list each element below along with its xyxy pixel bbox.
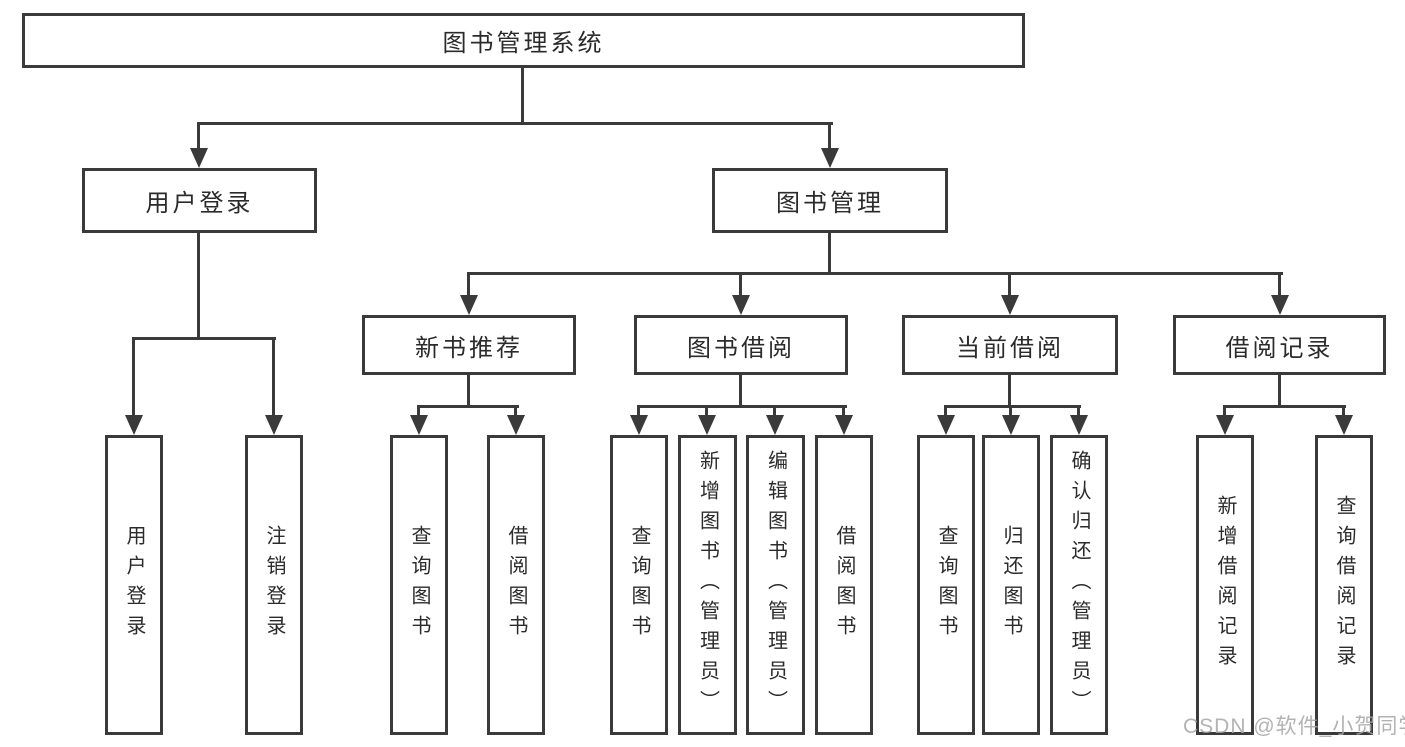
connector-line bbox=[828, 233, 831, 272]
connector-line bbox=[417, 405, 519, 408]
leaf-recommend-query-books: 查询图书 bbox=[390, 435, 448, 735]
connector-line bbox=[1278, 272, 1281, 297]
arrow-down-icon bbox=[821, 148, 839, 168]
connector-line bbox=[1077, 405, 1080, 417]
arrow-down-icon bbox=[698, 415, 716, 435]
arrow-down-icon bbox=[1001, 295, 1019, 315]
arrow-down-icon bbox=[937, 415, 955, 435]
arrow-down-icon bbox=[507, 415, 525, 435]
arrow-down-icon bbox=[1335, 415, 1353, 435]
arrow-down-icon bbox=[766, 415, 784, 435]
connector-line bbox=[842, 405, 845, 417]
connector-line bbox=[739, 375, 742, 405]
node-book-borrow: 图书借阅 bbox=[634, 315, 848, 375]
connector-line bbox=[467, 375, 470, 405]
connector-line bbox=[467, 272, 470, 297]
connector-line bbox=[132, 337, 135, 417]
connector-line bbox=[637, 405, 640, 417]
node-book-management: 图书管理 bbox=[712, 168, 948, 233]
leaf-borrow-books: 借阅图书 bbox=[815, 435, 873, 735]
leaf-return-books: 归还图书 bbox=[982, 435, 1040, 735]
connector-line bbox=[1009, 405, 1012, 417]
node-new-book-recommend: 新书推荐 bbox=[362, 315, 576, 375]
arrow-down-icon bbox=[732, 295, 750, 315]
leaf-current-query-books: 查询图书 bbox=[917, 435, 975, 735]
arrow-down-icon bbox=[190, 148, 208, 168]
connector-line bbox=[514, 405, 517, 417]
leaf-borrow-query-books: 查询图书 bbox=[610, 435, 668, 735]
connector-line bbox=[828, 122, 831, 150]
connector-line bbox=[637, 405, 847, 408]
connector-line bbox=[467, 272, 1283, 275]
connector-line bbox=[1223, 405, 1226, 417]
leaf-add-books-admin: 新增图书（管理员） bbox=[678, 435, 737, 735]
connector-line bbox=[739, 272, 742, 297]
connector-line bbox=[272, 337, 275, 417]
connector-line bbox=[1008, 272, 1011, 297]
node-user-login: 用户登录 bbox=[82, 168, 317, 233]
connector-line bbox=[1008, 375, 1011, 405]
connector-line bbox=[944, 405, 1081, 408]
arrow-down-icon bbox=[835, 415, 853, 435]
arrow-down-icon bbox=[1271, 295, 1289, 315]
leaf-query-borrow-record: 查询借阅记录 bbox=[1315, 435, 1373, 735]
connector-line bbox=[1342, 405, 1345, 417]
arrow-down-icon bbox=[1002, 415, 1020, 435]
arrow-down-icon bbox=[630, 415, 648, 435]
arrow-down-icon bbox=[1216, 415, 1234, 435]
leaf-confirm-return-admin: 确认归还（管理员） bbox=[1050, 435, 1108, 735]
arrow-down-icon bbox=[460, 295, 478, 315]
arrow-down-icon bbox=[125, 415, 143, 435]
connector-line bbox=[197, 122, 200, 150]
leaf-recommend-borrow-books: 借阅图书 bbox=[487, 435, 545, 735]
node-current-borrow: 当前借阅 bbox=[902, 315, 1118, 375]
connector-line bbox=[773, 405, 776, 417]
leaf-edit-books-admin: 编辑图书（管理员） bbox=[746, 435, 805, 735]
arrow-down-icon bbox=[265, 415, 283, 435]
csdn-watermark: CSDN @软件_小贺同学 bbox=[1183, 715, 1405, 738]
connector-line bbox=[197, 233, 200, 337]
connector-line bbox=[1223, 405, 1346, 408]
connector-line bbox=[1278, 375, 1281, 405]
node-root: 图书管理系统 bbox=[22, 13, 1025, 68]
connector-line bbox=[417, 405, 420, 417]
leaf-user-login: 用户登录 bbox=[105, 435, 163, 735]
connector-line bbox=[705, 405, 708, 417]
node-borrow-records: 借阅记录 bbox=[1173, 315, 1386, 375]
connector-line bbox=[132, 337, 276, 340]
connector-line bbox=[944, 405, 947, 417]
arrow-down-icon bbox=[1070, 415, 1088, 435]
leaf-add-borrow-record: 新增借阅记录 bbox=[1196, 435, 1254, 735]
connector-line bbox=[521, 68, 524, 122]
arrow-down-icon bbox=[410, 415, 428, 435]
connector-line bbox=[197, 122, 833, 125]
leaf-logout: 注销登录 bbox=[245, 435, 303, 735]
